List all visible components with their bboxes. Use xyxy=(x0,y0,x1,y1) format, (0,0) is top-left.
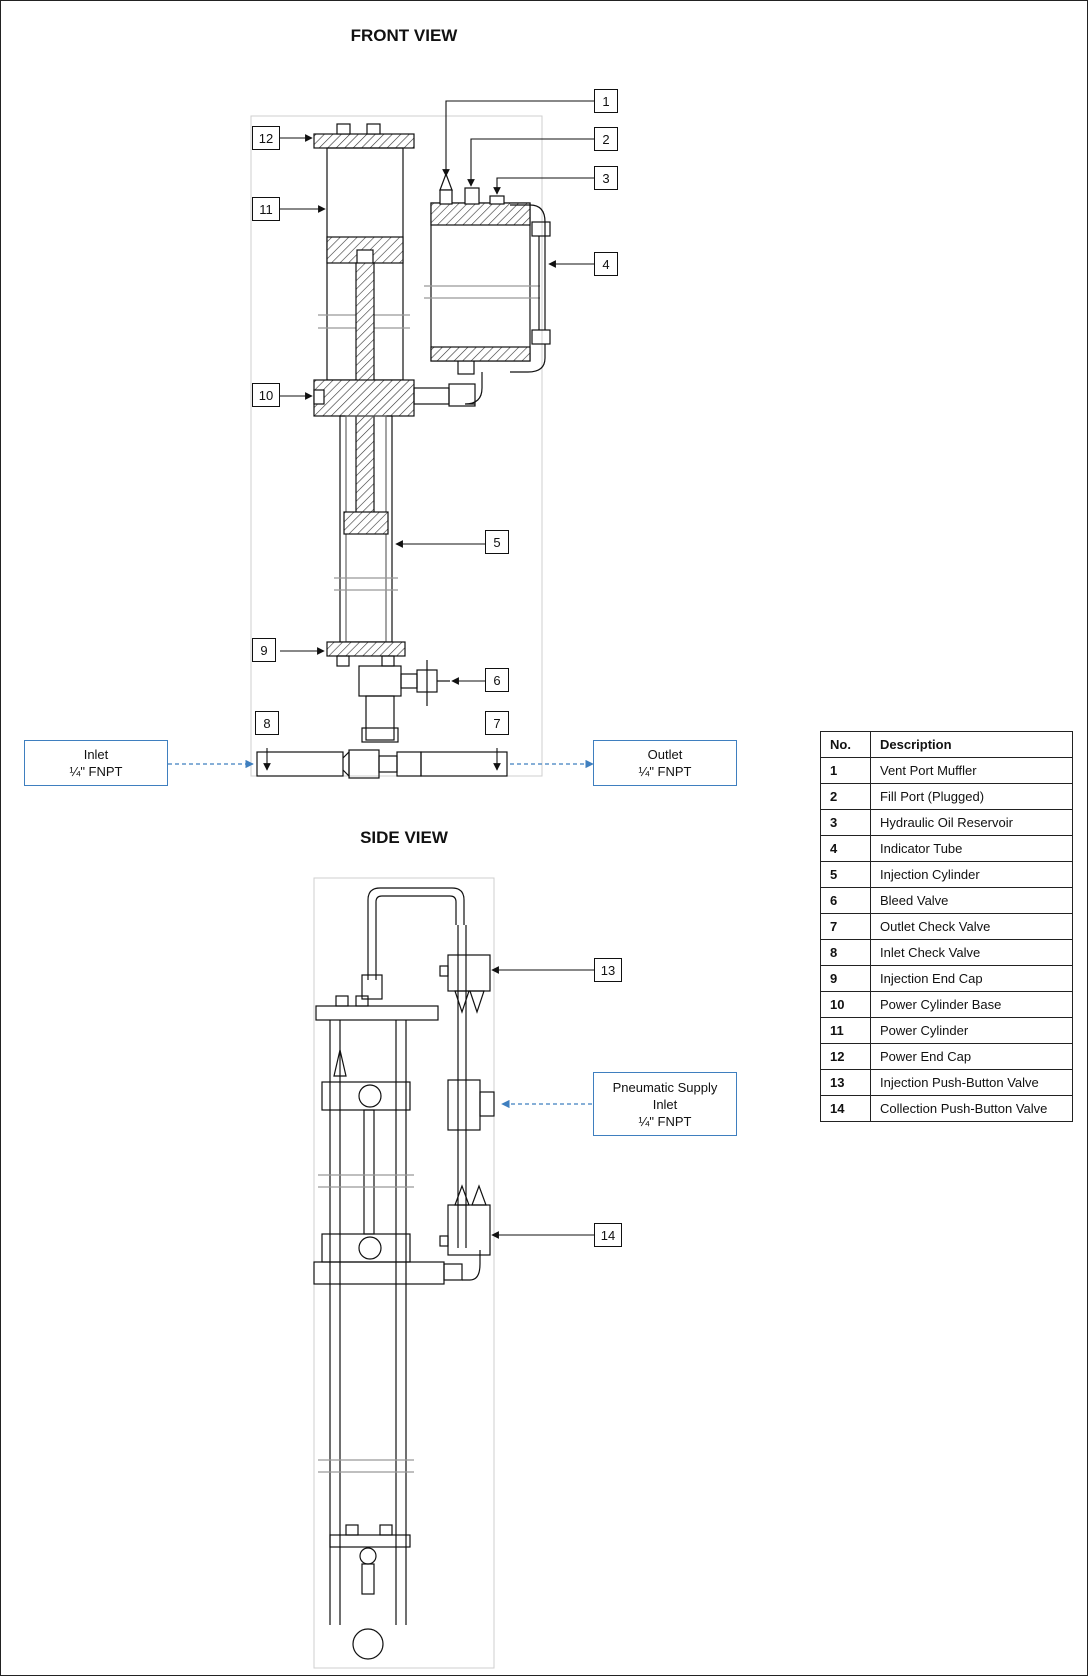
pneumatic-label-line3: ¼" FNPT xyxy=(638,1113,692,1129)
front-view-drawing xyxy=(250,115,551,779)
legend-no: 2 xyxy=(820,783,871,810)
legend-description: Hydraulic Oil Reservoir xyxy=(870,809,1073,836)
legend-description: Injection End Cap xyxy=(870,965,1073,992)
bleed-valve-assembly xyxy=(358,660,450,743)
callout-3: 3 xyxy=(594,166,618,190)
callout-8: 8 xyxy=(255,711,279,735)
legend-description: Fill Port (Plugged) xyxy=(870,783,1073,810)
callout-14: 14 xyxy=(594,1223,622,1247)
callout-10: 10 xyxy=(252,383,280,407)
legend-no: 14 xyxy=(820,1095,871,1122)
power-end-cap xyxy=(313,123,415,149)
front-view-title: FRONT VIEW xyxy=(350,26,458,45)
legend-description: Indicator Tube xyxy=(870,835,1073,862)
legend-no: 7 xyxy=(820,913,871,940)
callout-2: 2 xyxy=(594,127,618,151)
pneumatic-supply-label: Pneumatic Supply Inlet ¼" FNPT xyxy=(593,1072,737,1136)
outlet-label: Outlet ¼" FNPT xyxy=(593,740,737,786)
callout-7: 7 xyxy=(485,711,509,735)
legend-no: 1 xyxy=(820,757,871,784)
legend-no: 13 xyxy=(820,1069,871,1096)
legend-header-row: No. Description xyxy=(820,731,1073,758)
callout-1: 1 xyxy=(594,89,618,113)
legend-description: Power Cylinder xyxy=(870,1017,1073,1044)
inlet-label-line1: Inlet xyxy=(83,747,109,762)
pneumatic-label-line2: Inlet xyxy=(652,1096,678,1112)
legend-no: 5 xyxy=(820,861,871,888)
side-view-drawing xyxy=(313,877,495,1669)
legend-no: 6 xyxy=(820,887,871,914)
legend-header-no: No. xyxy=(820,731,871,758)
legend-description: Power Cylinder Base xyxy=(870,991,1073,1018)
side-view-leaders xyxy=(491,966,594,1239)
legend-no: 8 xyxy=(820,939,871,966)
check-valve-manifold xyxy=(256,749,508,779)
legend-no: 11 xyxy=(820,1017,871,1044)
callout-13: 13 xyxy=(594,958,622,982)
legend-header-description: Description xyxy=(870,731,1073,758)
power-cylinder-base xyxy=(313,359,483,417)
legend-description: Collection Push-Button Valve xyxy=(870,1095,1073,1122)
hydraulic-oil-reservoir xyxy=(424,172,551,373)
inlet-label-line2: ¼" FNPT xyxy=(69,764,123,779)
legend-no: 4 xyxy=(820,835,871,862)
callout-11: 11 xyxy=(252,197,280,221)
legend-description: Injection Cylinder xyxy=(870,861,1073,888)
callout-4: 4 xyxy=(594,252,618,276)
inlet-label: Inlet ¼" FNPT xyxy=(24,740,168,786)
callout-5: 5 xyxy=(485,530,509,554)
pneumatic-label-line1: Pneumatic Supply xyxy=(612,1079,718,1095)
legend-description: Bleed Valve xyxy=(870,887,1073,914)
legend-description: Injection Push-Button Valve xyxy=(870,1069,1073,1096)
legend-no: 10 xyxy=(820,991,871,1018)
outlet-label-line2: ¼" FNPT xyxy=(638,764,692,779)
legend-no: 3 xyxy=(820,809,871,836)
legend-description: Vent Port Muffler xyxy=(870,757,1073,784)
inlet-outlet-dashed-leaders xyxy=(168,759,594,1109)
callout-12: 12 xyxy=(252,126,280,150)
legend-description: Inlet Check Valve xyxy=(870,939,1073,966)
front-view-leaders xyxy=(263,100,594,771)
callout-6: 6 xyxy=(485,668,509,692)
power-cylinder xyxy=(318,147,410,514)
callout-9: 9 xyxy=(252,638,276,662)
legend-no: 12 xyxy=(820,1043,871,1070)
legend-description: Power End Cap xyxy=(870,1043,1073,1070)
legend-description: Outlet Check Valve xyxy=(870,913,1073,940)
outlet-label-line1: Outlet xyxy=(647,747,683,762)
legend-no: 9 xyxy=(820,965,871,992)
side-view-title: SIDE VIEW xyxy=(360,828,448,847)
injection-end-cap xyxy=(326,641,406,667)
